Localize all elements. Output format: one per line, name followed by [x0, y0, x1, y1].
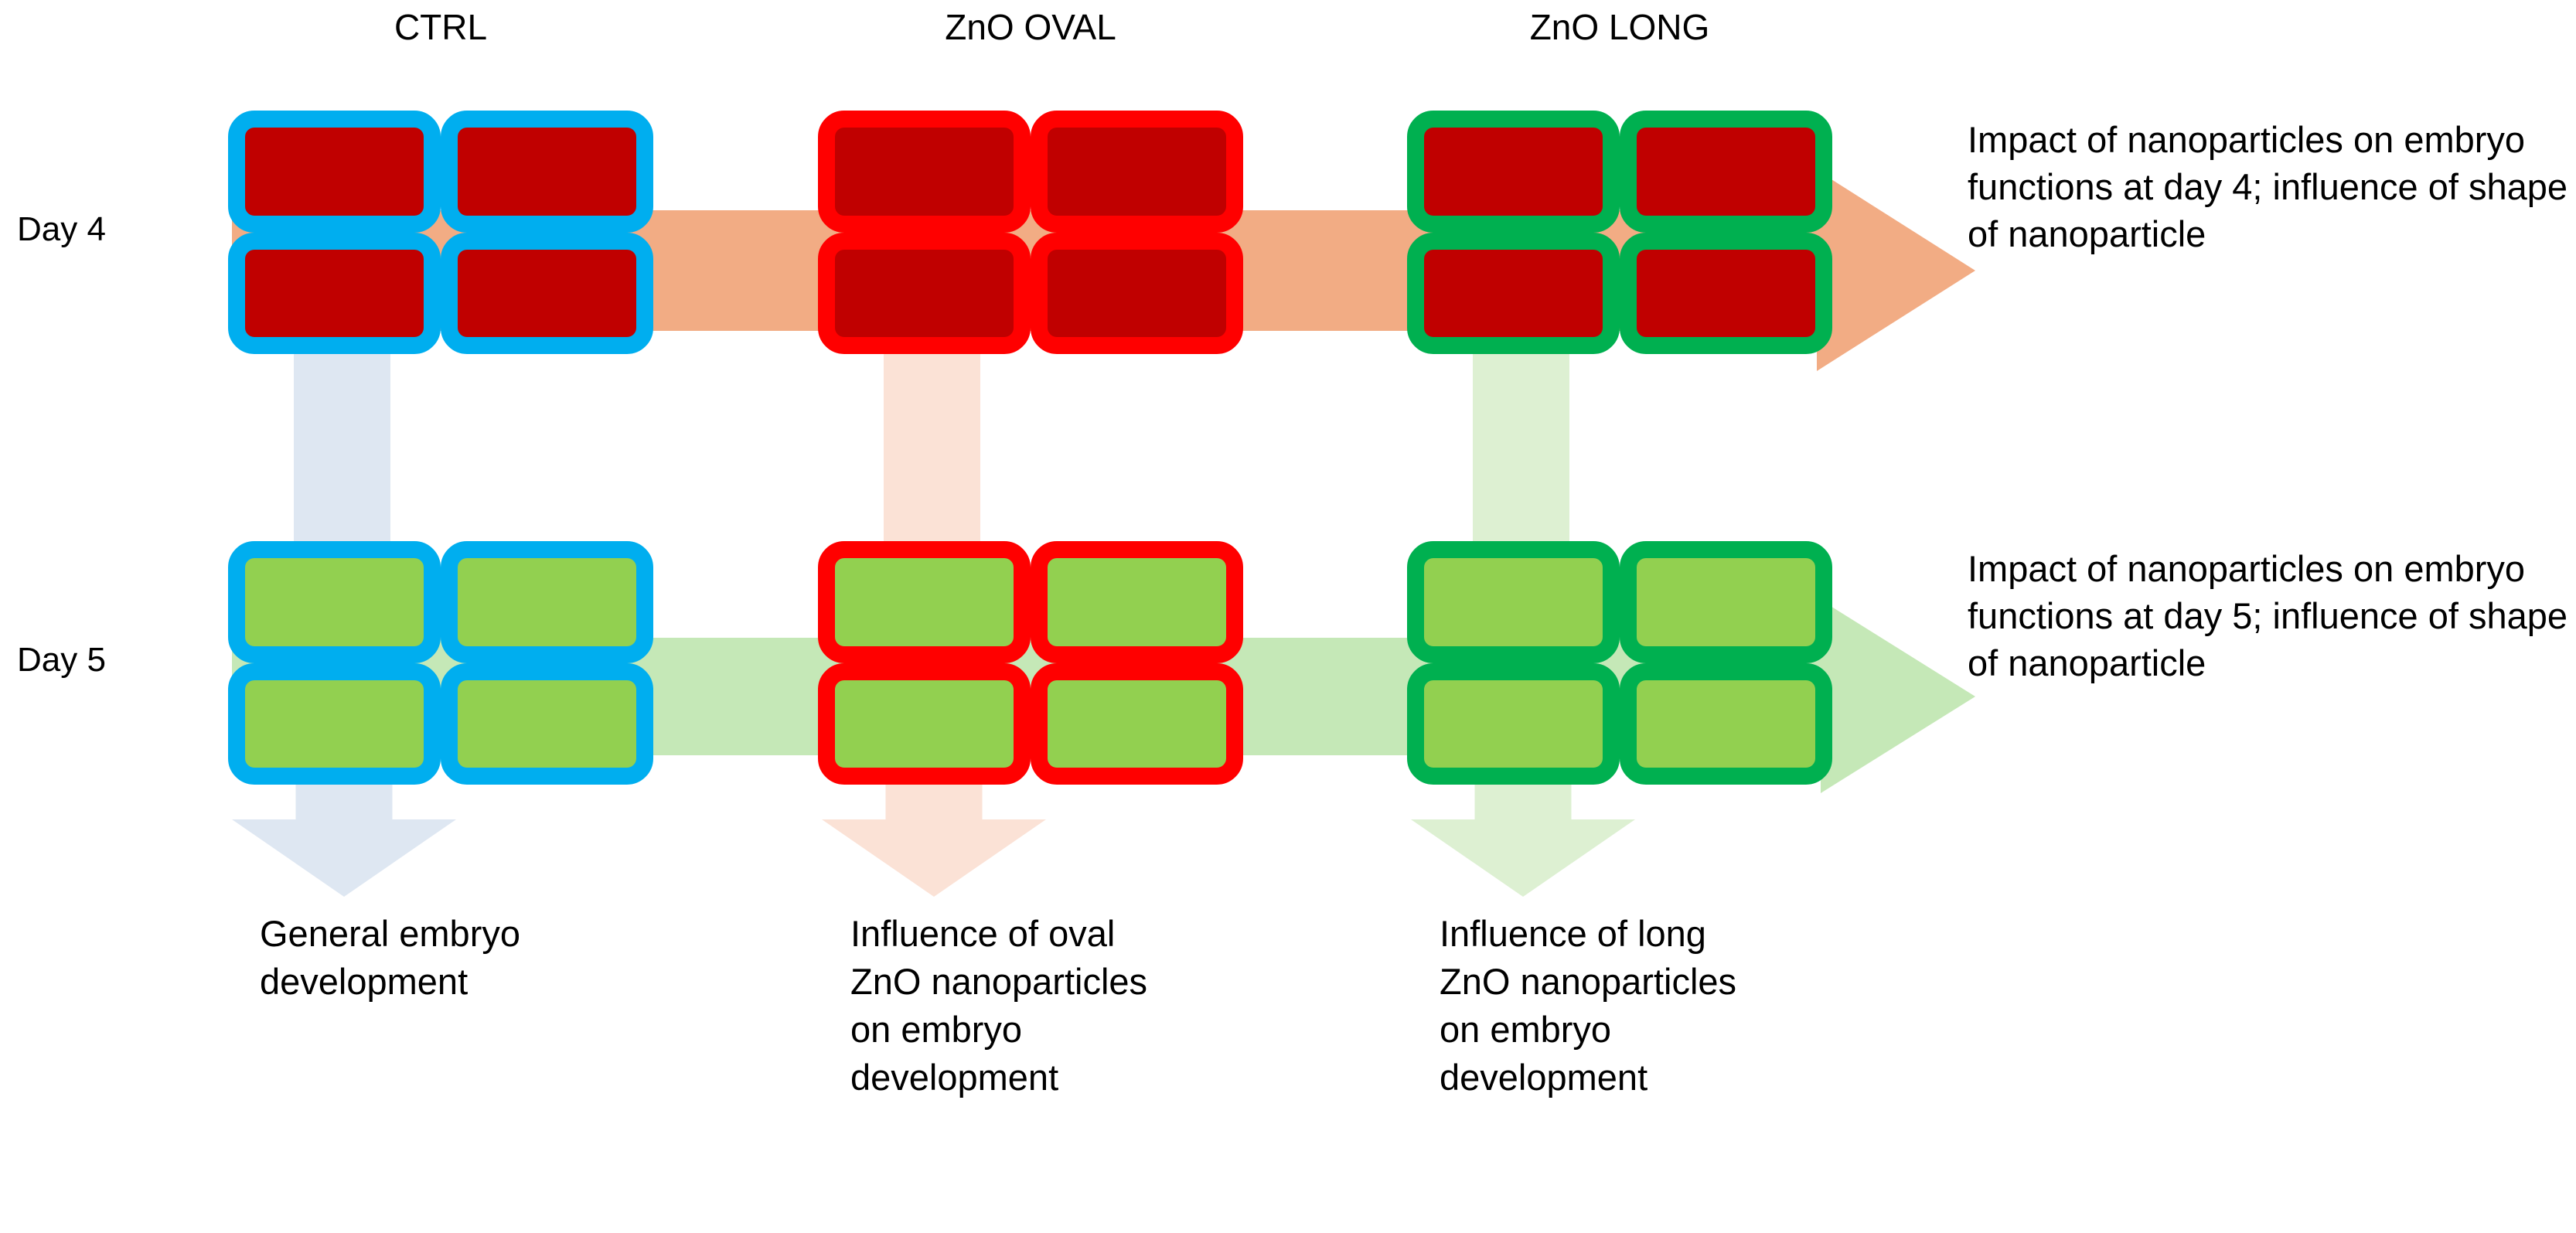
- well[interactable]: [228, 541, 441, 663]
- plate-ctrl-day4[interactable]: [228, 111, 653, 354]
- plate-oval-day5[interactable]: [818, 541, 1243, 785]
- vertical-arrow-ctrl-head: [232, 819, 456, 897]
- well[interactable]: [818, 111, 1031, 233]
- row-label-day5: Day 5: [17, 641, 106, 679]
- column-header-long: ZnO LONG: [1529, 7, 1710, 47]
- well[interactable]: [1031, 232, 1243, 354]
- well[interactable]: [1407, 541, 1620, 663]
- plate-long-day5[interactable]: [1407, 541, 1832, 785]
- well[interactable]: [1031, 111, 1243, 233]
- side-outcome-day5: Impact of nanoparticles on embryo functi…: [1968, 548, 2568, 684]
- well[interactable]: [228, 662, 441, 785]
- well[interactable]: [1407, 662, 1620, 785]
- well[interactable]: [818, 662, 1031, 785]
- column-header-oval: ZnO OVAL: [945, 7, 1116, 47]
- well[interactable]: [1031, 662, 1243, 785]
- column-header-ctrl: CTRL: [394, 7, 488, 47]
- well[interactable]: [1620, 541, 1832, 663]
- row-label-day4: Day 4: [17, 210, 106, 248]
- plate-long-day4[interactable]: [1407, 111, 1832, 354]
- side-outcome-day4: Impact of nanoparticles on embryo functi…: [1968, 119, 2568, 255]
- bottom-outcome-long: Influence of long ZnO nanoparticles on e…: [1440, 913, 1737, 1098]
- well[interactable]: [1620, 662, 1832, 785]
- vertical-arrow-oval: [822, 773, 1046, 897]
- well[interactable]: [1407, 232, 1620, 354]
- vertical-arrow-oval-head: [822, 819, 1046, 897]
- well[interactable]: [441, 232, 653, 354]
- well[interactable]: [1031, 541, 1243, 663]
- plate-oval-day4[interactable]: [818, 111, 1243, 354]
- vertical-arrow-long-head: [1411, 819, 1635, 897]
- bottom-outcome-ctrl: General embryo development: [260, 913, 520, 1003]
- well[interactable]: [818, 232, 1031, 354]
- horizontal-arrow-day4-head: [1817, 170, 1975, 371]
- well[interactable]: [1620, 232, 1832, 354]
- well[interactable]: [441, 111, 653, 233]
- well[interactable]: [1620, 111, 1832, 233]
- bottom-outcome-oval: Influence of oval ZnO nanoparticles on e…: [850, 913, 1148, 1098]
- well[interactable]: [228, 111, 441, 233]
- well[interactable]: [441, 541, 653, 663]
- well[interactable]: [1407, 111, 1620, 233]
- plate-ctrl-day5[interactable]: [228, 541, 653, 785]
- well[interactable]: [228, 232, 441, 354]
- well[interactable]: [818, 541, 1031, 663]
- well[interactable]: [441, 662, 653, 785]
- horizontal-arrow-day5-head: [1821, 600, 1975, 793]
- vertical-arrow-long: [1411, 773, 1635, 897]
